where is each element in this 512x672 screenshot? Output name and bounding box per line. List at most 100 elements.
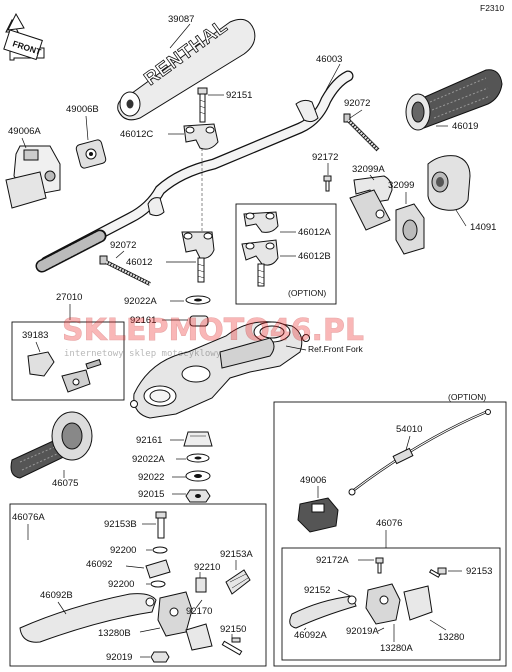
label-92161-bottom: 92161	[136, 435, 162, 446]
label-13280: 13280	[438, 632, 464, 643]
lever-assembly-box-right	[281, 547, 501, 661]
clamp-46012c	[183, 123, 219, 150]
perch-right	[365, 583, 433, 625]
throttle-grip	[405, 69, 503, 131]
label-46092b: 46092B	[40, 590, 73, 601]
label-46076a: 46076A	[12, 512, 45, 523]
left-grip	[10, 411, 93, 479]
label-92072-left: 92072	[110, 240, 136, 251]
clamp-46012	[181, 231, 215, 283]
label-49006b: 49006B	[66, 104, 99, 115]
label-92153b: 92153B	[104, 519, 137, 530]
washer-92022a-bottom	[186, 453, 210, 463]
throttle-cable	[348, 409, 491, 496]
label-92210: 92210	[194, 562, 220, 573]
bolt-92151-icon	[197, 87, 208, 123]
label-46092a: 46092A	[294, 630, 327, 641]
label-54010: 54010	[396, 424, 422, 435]
triple-clamp	[130, 321, 310, 419]
handlebar	[35, 70, 354, 273]
clamp-46012a	[243, 211, 279, 233]
label-46012c: 46012C	[120, 129, 153, 140]
label-92153a: 92153A	[220, 549, 253, 560]
label-92022: 92022	[138, 472, 164, 483]
label-92072-top: 92072	[344, 98, 370, 109]
screw-92172-icon	[323, 175, 332, 192]
label-92200-a: 92200	[110, 545, 136, 556]
label-92150: 92150	[220, 624, 246, 635]
kill-switch-box	[11, 321, 125, 401]
label-14091: 14091	[470, 222, 496, 233]
bolt-92153b-icon	[155, 511, 167, 539]
bolt-92150-icon	[221, 637, 243, 656]
label-92200-b: 92200	[108, 579, 134, 590]
figure-code: F2310	[480, 3, 504, 13]
label-49006: 49006	[300, 475, 326, 486]
label-92153: 92153	[466, 566, 492, 577]
label-92019: 92019	[106, 652, 132, 663]
label-32099a: 32099A	[352, 164, 385, 175]
label-39087: 39087	[168, 14, 194, 25]
label-46019: 46019	[452, 121, 478, 132]
ref-front-fork: Ref.Front Fork	[308, 344, 364, 354]
kill-switch	[27, 351, 102, 393]
label-46012: 46012	[126, 257, 152, 268]
label-49006a: 49006A	[8, 126, 41, 137]
label-92170: 92170	[186, 606, 212, 617]
label-46075: 46075	[52, 478, 78, 489]
screw-92153-icon	[428, 567, 447, 578]
label-92022a-top: 92022A	[124, 296, 157, 307]
label-32099: 32099	[388, 180, 414, 191]
washer-92022a-top	[185, 295, 211, 305]
label-39183: 39183	[22, 330, 48, 341]
cover-14091	[427, 155, 471, 211]
label-46012b: 46012B	[298, 251, 331, 262]
damper-92161-top	[189, 315, 209, 327]
watermark: SKLEPMOTO46.PL internetowy sklep motocyk…	[62, 313, 365, 359]
label-92151: 92151	[226, 90, 252, 101]
cable-tie-left	[99, 255, 151, 286]
part-49006b	[75, 139, 107, 169]
watermark-brand: SKLEPMOTO46.PL	[62, 313, 364, 348]
watermark-tagline: internetowy sklep motocyklowy	[64, 349, 222, 359]
lever-46092a	[289, 595, 357, 629]
perch-left	[157, 591, 213, 651]
label-46076: 46076	[376, 518, 402, 529]
label-13280a: 13280A	[380, 643, 413, 654]
damper-92161-bottom	[183, 431, 213, 447]
screw-92172a-icon	[375, 557, 384, 574]
label-46092: 46092	[86, 559, 112, 570]
option-box-cable	[273, 401, 507, 667]
option-label-clamps: (OPTION)	[288, 288, 326, 298]
lever-assembly-box-left	[9, 503, 267, 667]
adjuster-46092	[145, 559, 171, 579]
option-box-clamps	[235, 203, 337, 305]
nut-92019	[150, 651, 170, 663]
label-27010: 27010	[56, 292, 82, 303]
throttle-housing-32099a	[349, 175, 393, 231]
label-13280b: 13280B	[98, 628, 131, 639]
part-49006	[297, 497, 339, 533]
label-92161-top: 92161	[130, 315, 156, 326]
label-92022a-bottom: 92022A	[132, 454, 165, 465]
front-arrow-icon	[3, 12, 45, 61]
washer-92200-b	[150, 580, 166, 588]
nut-92015	[185, 489, 211, 503]
washer-92022	[185, 470, 211, 482]
option-label-cable: (OPTION)	[448, 392, 486, 402]
part-92210	[195, 577, 207, 593]
label-46003: 46003	[316, 54, 342, 65]
washer-92200-a	[152, 546, 168, 554]
handlebar-pad	[117, 18, 256, 121]
label-46012a: 46012A	[298, 227, 331, 238]
clamp-46012b	[241, 239, 279, 287]
cable-tie-top	[343, 113, 380, 152]
adjuster-92153a	[225, 569, 251, 595]
part-49006a	[5, 145, 61, 209]
label-92172: 92172	[312, 152, 338, 163]
throttle-housing-32099	[395, 203, 425, 255]
label-92015: 92015	[138, 489, 164, 500]
label-92152: 92152	[304, 585, 330, 596]
label-92019a: 92019A	[346, 626, 379, 637]
